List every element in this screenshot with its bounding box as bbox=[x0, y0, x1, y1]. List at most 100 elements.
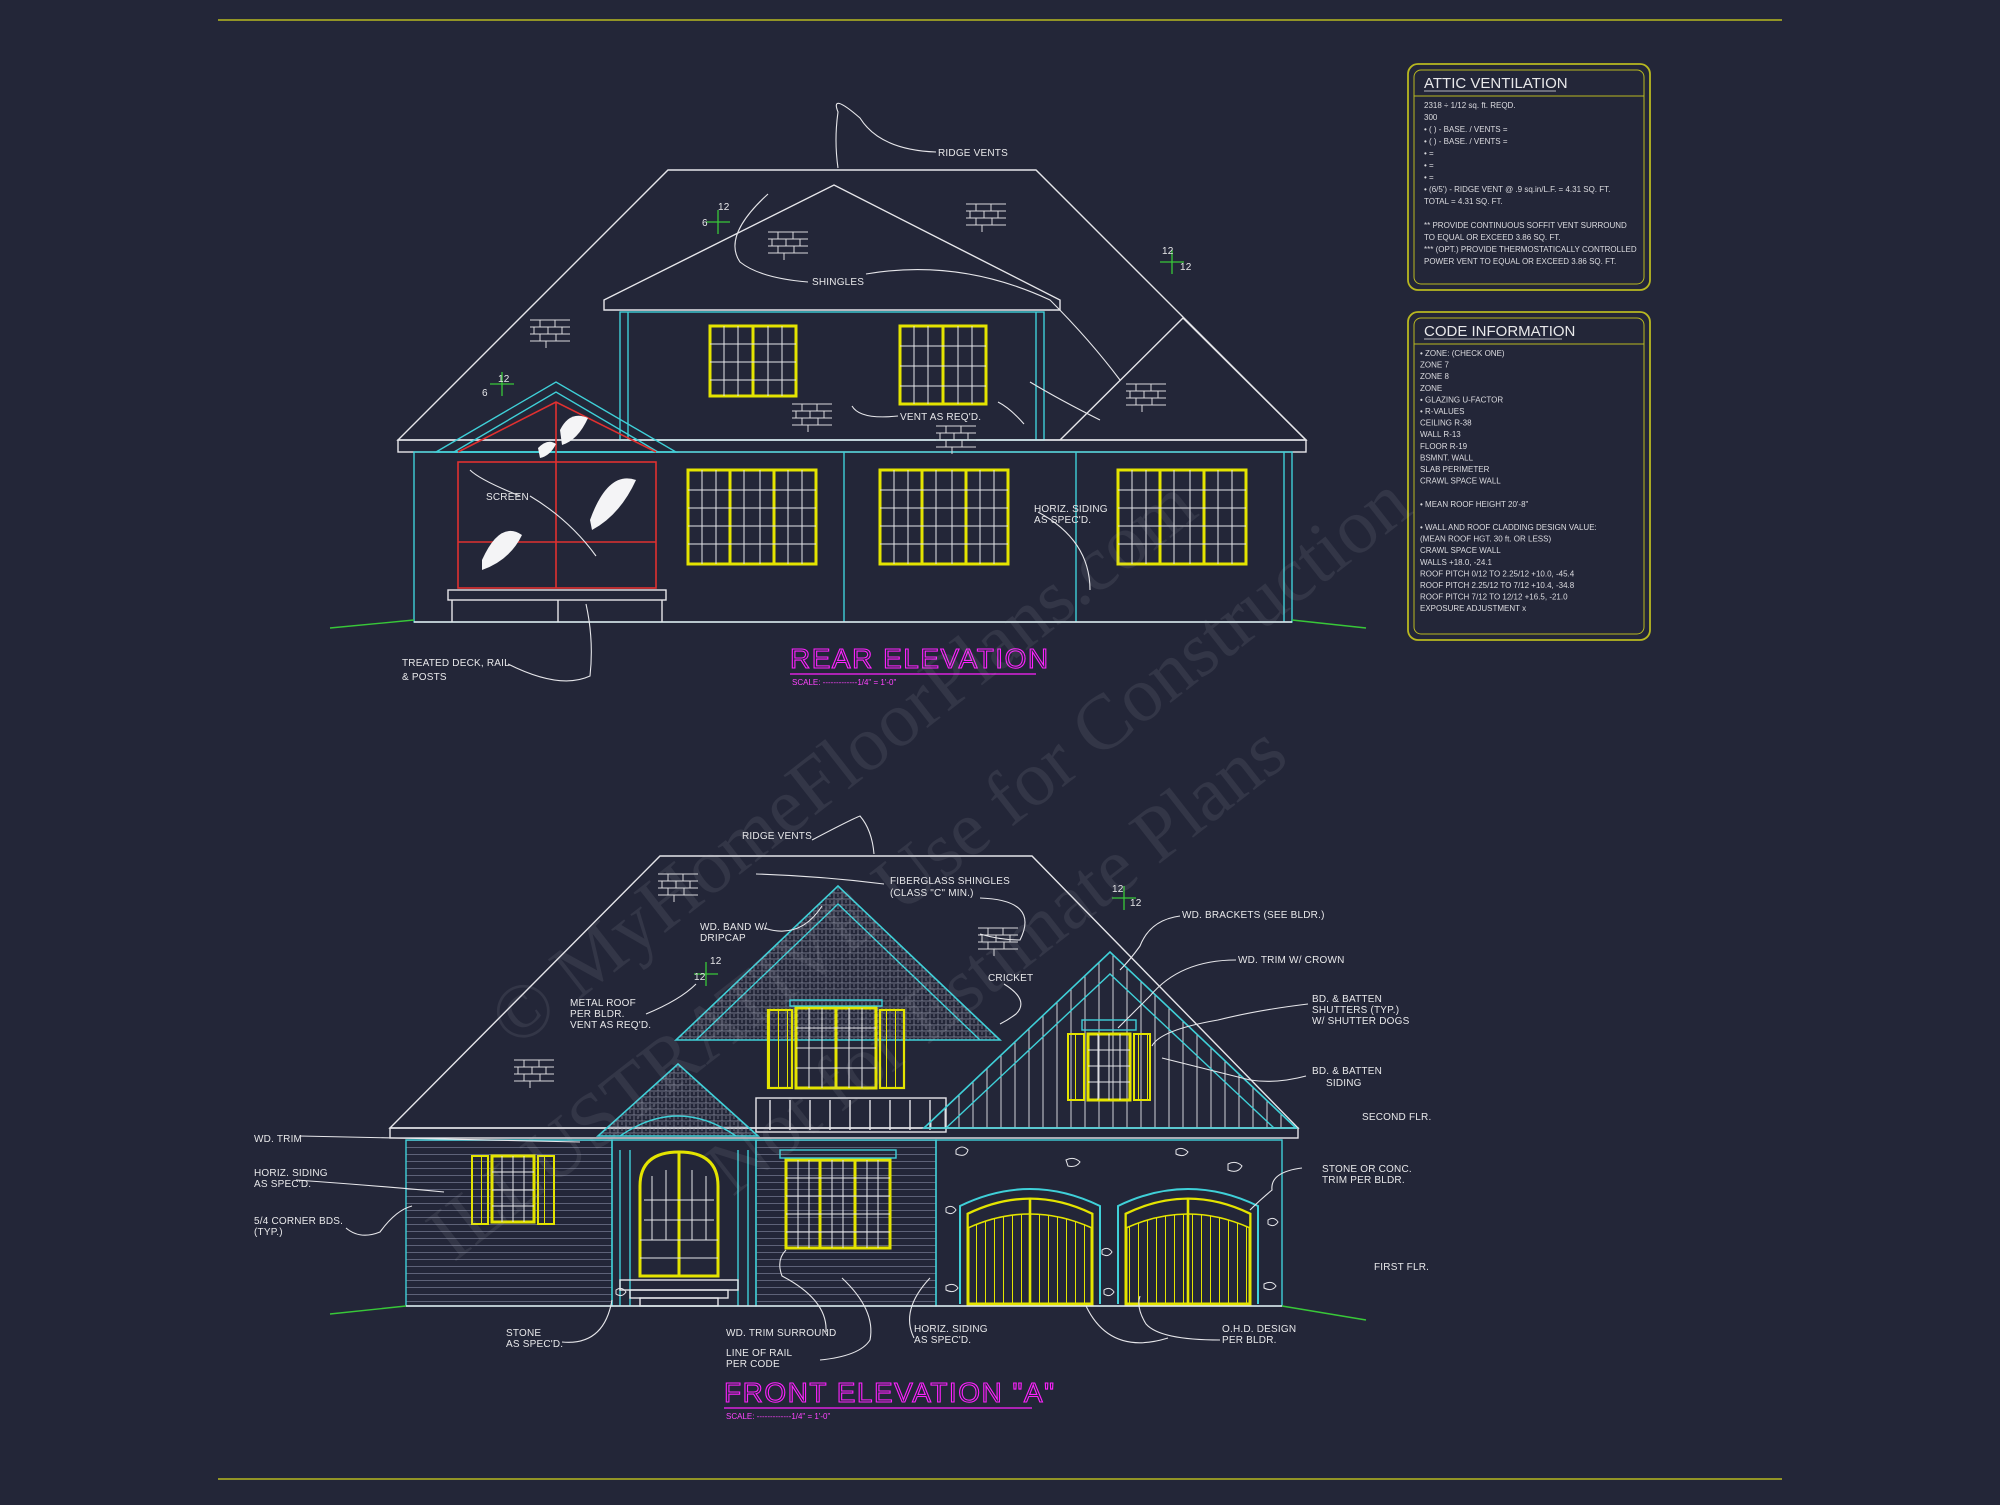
code-line: ZONE 7 bbox=[1420, 361, 1449, 370]
rear-grade bbox=[329, 619, 1367, 629]
front-leaders bbox=[295, 815, 1309, 1361]
front-bb-siding-label: BD. & BATTEN bbox=[1312, 1066, 1382, 1077]
front-corner-bds-label: 5/4 CORNER BDS. bbox=[254, 1216, 343, 1227]
garage-door-right bbox=[1117, 1188, 1259, 1306]
front-band-label: WD. BAND W/ bbox=[700, 922, 767, 933]
rear-deck-label: TREATED DECK, RAIL bbox=[402, 658, 510, 669]
front-ohd-label-2: PER BLDR. bbox=[1222, 1335, 1277, 1346]
first-floor-label: FIRST FLR. bbox=[1374, 1262, 1429, 1273]
pitch-run: 12 bbox=[1180, 262, 1192, 273]
rear-leaders bbox=[469, 102, 1121, 682]
front-fg-shingles-label: FIBERGLASS SHINGLES bbox=[890, 876, 1010, 887]
code-line: ROOF PITCH 0/12 TO 2.25/12 +10.0, -45.4 bbox=[1420, 569, 1575, 578]
shingle-symbol bbox=[513, 1059, 555, 1089]
front-garage-gable bbox=[921, 950, 1299, 1129]
pitch-rise: 12 bbox=[1162, 246, 1174, 257]
front-metal-roof-label: METAL ROOF bbox=[570, 998, 636, 1009]
pitch-rise: 12 bbox=[1112, 884, 1124, 895]
rear-ridge-vents-label: RIDGE VENTS bbox=[938, 148, 1008, 159]
front-ohd-label: O.H.D. DESIGN bbox=[1222, 1324, 1296, 1335]
code-line: • GLAZING U-FACTOR bbox=[1420, 395, 1503, 404]
front-band-label-2: DRIPCAP bbox=[700, 933, 746, 944]
code-line: • R-VALUES bbox=[1420, 407, 1464, 416]
front-elevation-title: FRONT ELEVATION "A" bbox=[724, 1377, 1056, 1408]
front-stone-label: STONE bbox=[506, 1328, 541, 1339]
shingle-symbol bbox=[791, 403, 833, 433]
code-information-box: CODE INFORMATION • ZONE: (CHECK ONE) ZON… bbox=[1407, 311, 1651, 641]
attic-line: POWER VENT TO EQUAL OR EXCEED 3.86 SQ. F… bbox=[1424, 257, 1616, 266]
pitch-run: 12 bbox=[694, 972, 706, 983]
front-metal-roof-label-2: PER BLDR. bbox=[570, 1009, 625, 1020]
code-line: WALL R-13 bbox=[1420, 430, 1461, 439]
rear-screened-porch bbox=[457, 461, 657, 589]
front-horiz-siding-label: HORIZ. SIDING bbox=[254, 1168, 328, 1179]
front-shutters-label: BD. & BATTEN bbox=[1312, 994, 1382, 1005]
front-grade bbox=[329, 1305, 1367, 1321]
front-center-window bbox=[779, 1149, 897, 1250]
pitch-rise: 12 bbox=[498, 374, 510, 385]
attic-line: • = bbox=[1424, 173, 1434, 182]
pitch-run: 6 bbox=[702, 218, 708, 229]
attic-line: • ( ) - BASE. / VENTS = bbox=[1424, 137, 1508, 146]
attic-line: *** (OPT.) PROVIDE THERMOSTATICALLY CONT… bbox=[1424, 245, 1637, 254]
attic-ventilation-lines: 2318 ÷ 1/12 sq. ft. REQD. 300 • ( ) - BASE… bbox=[1424, 101, 1637, 266]
rear-upper-window-right bbox=[898, 324, 988, 406]
front-metal-roof-label-3: VENT AS REQ'D. bbox=[570, 1020, 651, 1031]
rear-window-1 bbox=[686, 468, 818, 566]
front-shutters-label-3: W/ SHUTTER DOGS bbox=[1312, 1016, 1410, 1027]
second-floor-label: SECOND FLR. bbox=[1362, 1112, 1431, 1123]
code-line: BSMNT. WALL bbox=[1420, 453, 1474, 462]
code-information-title: CODE INFORMATION bbox=[1424, 323, 1575, 340]
front-shutters-label-2: SHUTTERS (TYP.) bbox=[1312, 1005, 1399, 1016]
attic-line: 300 bbox=[1424, 113, 1438, 122]
front-wd-trim-label: WD. TRIM bbox=[254, 1134, 302, 1145]
front-stone-trim-label-2: TRIM PER BLDR. bbox=[1322, 1175, 1405, 1186]
shingle-symbol bbox=[767, 231, 809, 261]
pitch-run: 12 bbox=[1130, 898, 1142, 909]
code-line: CRAWL SPACE WALL bbox=[1420, 477, 1501, 486]
code-line: (MEAN ROOF HGT. 30 ft. OR LESS) bbox=[1420, 535, 1551, 544]
pitch-run: 6 bbox=[482, 388, 488, 399]
attic-line: TOTAL = 4.31 SQ. FT. bbox=[1424, 197, 1503, 206]
rear-window-3 bbox=[1116, 468, 1248, 566]
front-openings bbox=[471, 999, 1259, 1306]
front-eave-band bbox=[389, 1127, 1299, 1139]
front-ridge-vents-label: RIDGE VENTS bbox=[742, 831, 812, 842]
front-scale: SCALE: -------------1/4" = 1'-0" bbox=[726, 1412, 830, 1421]
attic-line: 2318 ÷ 1/12 sq. ft. REQD. bbox=[1424, 101, 1516, 110]
garage-door-left bbox=[959, 1188, 1101, 1306]
code-line: EXPOSURE ADJUSTMENT x bbox=[1420, 604, 1526, 613]
rear-upper-roof bbox=[603, 184, 1061, 311]
code-line: ROOF PITCH 7/12 TO 12/12 +16.5, -21.0 bbox=[1420, 593, 1568, 602]
attic-ventilation-box: ATTIC VENTILATION 2318 ÷ 1/12 sq. ft. RE… bbox=[1407, 63, 1651, 291]
code-line: ZONE bbox=[1420, 384, 1442, 393]
front-stone-trim-label: STONE OR CONC. bbox=[1322, 1164, 1412, 1175]
front-garage-gable-window bbox=[1067, 1019, 1151, 1102]
attic-line: TO EQUAL OR EXCEED 3.86 SQ. FT. bbox=[1424, 233, 1560, 242]
attic-line: • (6/5') - RIDGE VENT @ .9 sq.in/L.F. = … bbox=[1424, 185, 1610, 194]
code-line: SLAB PERIMETER bbox=[1420, 465, 1490, 474]
rear-shingles-label: SHINGLES bbox=[812, 277, 864, 288]
code-line: FLOOR R-19 bbox=[1420, 442, 1468, 451]
rear-right-gable bbox=[1059, 317, 1307, 441]
front-brackets-label: WD. BRACKETS (SEE BLDR.) bbox=[1182, 910, 1325, 921]
code-line: CEILING R-38 bbox=[1420, 419, 1472, 428]
rear-elevation-title: REAR ELEVATION bbox=[790, 643, 1050, 674]
code-line: CRAWL SPACE WALL bbox=[1420, 546, 1501, 555]
front-trim-surround-label: WD. TRIM SURROUND bbox=[726, 1328, 836, 1339]
front-rail-label-2: PER CODE bbox=[726, 1359, 780, 1370]
front-horiz-siding-label-2: AS SPEC'D. bbox=[254, 1179, 311, 1190]
attic-line: • ( ) - BASE. / VENTS = bbox=[1424, 125, 1508, 134]
front-rail-label: LINE OF RAIL bbox=[726, 1348, 793, 1359]
rear-siding-label-2: AS SPEC'D. bbox=[1034, 515, 1091, 526]
pitch-rise: 12 bbox=[710, 956, 722, 967]
front-bb-siding-label-2: SIDING bbox=[1326, 1078, 1362, 1089]
rear-upper-window-left bbox=[708, 324, 798, 398]
code-line: ZONE 8 bbox=[1420, 372, 1449, 381]
rear-eave-band bbox=[397, 439, 1307, 453]
code-line: WALLS +18.0, -24.1 bbox=[1420, 558, 1493, 567]
pitch-rise: 12 bbox=[718, 202, 730, 213]
rear-windows bbox=[686, 324, 1248, 566]
front-cricket-label: CRICKET bbox=[988, 973, 1033, 984]
